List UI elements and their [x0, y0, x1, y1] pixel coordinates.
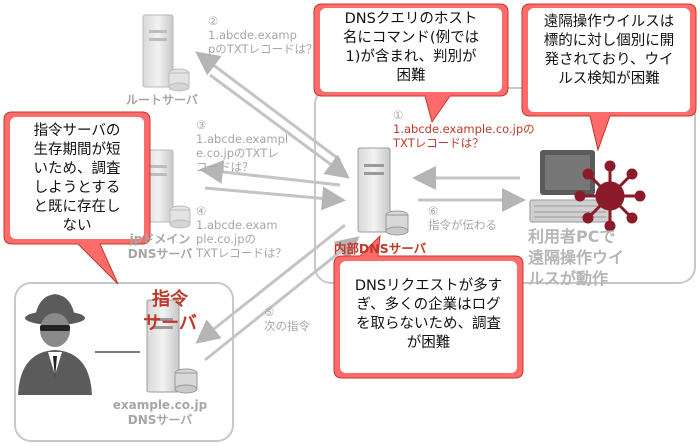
- callout-short-lived-line: しようとする: [33, 180, 121, 196]
- step-2-line1: 1.abcde.examp: [208, 28, 297, 42]
- hacker-icon: [18, 294, 92, 395]
- step-3-line1: 1.abcde.exampl: [196, 132, 289, 146]
- callout-short-lived-line: 指令サーバの: [33, 123, 121, 139]
- root-server-icon: [142, 14, 190, 92]
- step-2-num: ②: [208, 14, 219, 28]
- command-dns-label-line2: DNSサーバ: [127, 413, 193, 427]
- callout-dns-query-line: 困難: [396, 68, 426, 84]
- step-4-line2: ple.co.jpの: [196, 232, 257, 246]
- arrow-jp-to-internal: [204, 186, 346, 211]
- step-3-label: ③ 1.abcde.exampl e.co.jpのTXTレ コードは？: [196, 118, 306, 174]
- step-5-line1: 次の指令: [264, 319, 310, 333]
- jp-server-label-line1: jpドメイン: [129, 232, 191, 246]
- jp-server-label-line2: DNSサーバ: [127, 247, 193, 261]
- callout-no-logs-line: が困難: [406, 335, 451, 351]
- jp-server-label: jpドメイン DNSサーバ: [125, 232, 195, 262]
- step-5-label: ⑤ 次の指令: [264, 305, 334, 333]
- callout-no-logs-line: ぎ、多くの企業はログ: [356, 297, 501, 313]
- callout-custom-virus: 遠隔操作ウイルスは 標的に対し個別に開 発されており、ウイ ルス検知が困難: [528, 13, 690, 89]
- step-1-line2: TXTレコードは？: [393, 136, 484, 150]
- step-6-label: ⑥ 指令が伝わる: [428, 204, 518, 232]
- callout-short-lived-shape: [3, 111, 151, 285]
- step-4-line3: TXTレコードは？: [196, 246, 287, 260]
- pc-label: 利用者PCで 遠隔操作ウイ ルスが動作: [528, 226, 693, 289]
- step-3-line3: コードは？: [196, 160, 254, 174]
- callout-short-lived: 指令サーバの 生存期間が短 いため、調査 しようとする と既に存在し ない: [10, 122, 144, 236]
- callout-dns-query: DNSクエリのホスト 名にコマンド(例では 1)が含まれ、判別が 困難: [320, 10, 502, 86]
- command-server-icon: [146, 299, 198, 394]
- callout-short-lived-line: と既に存在し: [33, 199, 121, 215]
- step-3-num: ③: [196, 118, 207, 132]
- root-server-label: ルートサーバ: [126, 93, 198, 107]
- callout-no-logs-line: DNSリクエストが多す: [354, 278, 503, 294]
- callout-custom-virus-shape: [521, 3, 697, 152]
- command-server-label-line1: 指令: [152, 289, 188, 310]
- callout-dns-query-line: 1)が含まれ、判別が: [345, 49, 477, 65]
- callout-custom-virus-line: ルス検知が困難: [558, 71, 660, 87]
- callout-dns-query-line: 名にコマンド(例では: [342, 30, 480, 46]
- internal-server-icon: [357, 147, 409, 236]
- internal-server-label: 内部DNSサーバ: [333, 241, 427, 256]
- callout-custom-virus-line: 標的に対し個別に開: [543, 33, 675, 49]
- pc-label-line1: 利用者PCで: [528, 227, 616, 246]
- step-5-num: ⑤: [264, 305, 275, 319]
- pc-label-line3: ルスが動作: [528, 269, 609, 288]
- step-2-label: ② 1.abcde.examp pのTXTレコードは？: [208, 14, 318, 56]
- virus-icon: [574, 160, 646, 232]
- callout-dns-query-line: DNSクエリのホスト: [344, 11, 478, 27]
- step-3-line2: e.co.jpのTXTレ: [196, 146, 279, 160]
- arrow-internal-to-root: [195, 51, 341, 162]
- command-dns-label-line1: example.co.jp: [112, 398, 208, 412]
- callout-custom-virus-line: 発されており、ウイ: [544, 52, 674, 68]
- step-4-num: ④: [196, 204, 207, 218]
- step-1-num: ①: [393, 108, 404, 122]
- step-6-line1: 指令が伝わる: [428, 218, 497, 232]
- callout-no-logs-line: を取らないため、調査: [356, 316, 501, 332]
- callout-custom-virus-line: 遠隔操作ウイルスは: [543, 14, 675, 30]
- command-server-label-line2: サーバ: [143, 313, 197, 334]
- callout-short-lived-line: いため、調査: [33, 161, 121, 177]
- step-4-line1: 1.abcde.exam: [196, 218, 278, 232]
- arrow-internal-to-command: [195, 223, 346, 344]
- callout-short-lived-line: ない: [62, 218, 92, 234]
- step-1-label: ① 1.abcde.example.co.jpの TXTレコードは？: [393, 108, 603, 150]
- arrow-command-to-internal: [204, 236, 360, 362]
- callout-no-logs-shape: [333, 234, 524, 379]
- callout-no-logs: DNSリクエストが多す ぎ、多くの企業はログ を取らないため、調査 が困難: [340, 277, 517, 353]
- callout-dns-query-shape: [313, 3, 509, 124]
- step-4-label: ④ 1.abcde.exam ple.co.jpの TXTレコードは？: [196, 204, 306, 260]
- command-dns-label: example.co.jp DNSサーバ: [100, 398, 220, 428]
- callout-short-lived-line: 生存期間が短: [33, 142, 121, 158]
- arrow-internal-to-jp: [199, 160, 341, 187]
- step-6-num: ⑥: [428, 204, 439, 218]
- arrow-root-to-internal: [209, 73, 350, 179]
- step-1-line1: 1.abcde.example.co.jpの: [393, 122, 535, 136]
- step-2-line2: pのTXTレコードは？: [208, 42, 318, 56]
- command-server-label: 指令 サーバ: [130, 288, 210, 336]
- pc-label-line2: 遠隔操作ウイ: [528, 248, 625, 267]
